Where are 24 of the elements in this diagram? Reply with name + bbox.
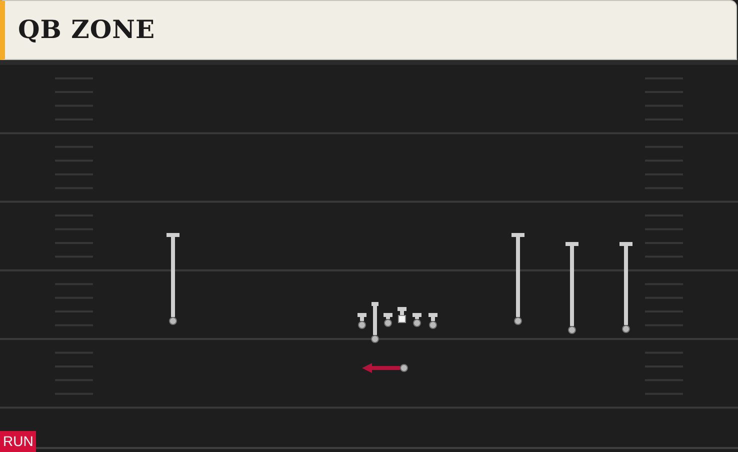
- block-route: [398, 307, 406, 315]
- player-dot: [384, 319, 392, 327]
- block-route: [358, 313, 366, 321]
- block-route: [620, 242, 632, 325]
- block-route: [566, 242, 578, 326]
- block-route: [372, 302, 378, 335]
- player-dot: [622, 325, 630, 333]
- player-dot: [514, 317, 522, 325]
- block-route: [384, 313, 392, 319]
- block-route: [512, 233, 524, 317]
- center-marker: [398, 315, 406, 323]
- player-dot: [358, 321, 366, 329]
- play-title: QB ZONE: [18, 15, 156, 45]
- block-route: [412, 313, 422, 319]
- run-arrow: [362, 363, 400, 373]
- player-dot: [371, 335, 379, 343]
- player-dot: [400, 364, 408, 372]
- player-dot: [429, 321, 437, 329]
- block-route: [428, 313, 438, 321]
- player-dot: [568, 326, 576, 334]
- player-dot: [169, 317, 177, 325]
- play-type-tag: RUN: [0, 431, 36, 452]
- player-dot: [413, 319, 421, 327]
- block-route: [166, 233, 180, 317]
